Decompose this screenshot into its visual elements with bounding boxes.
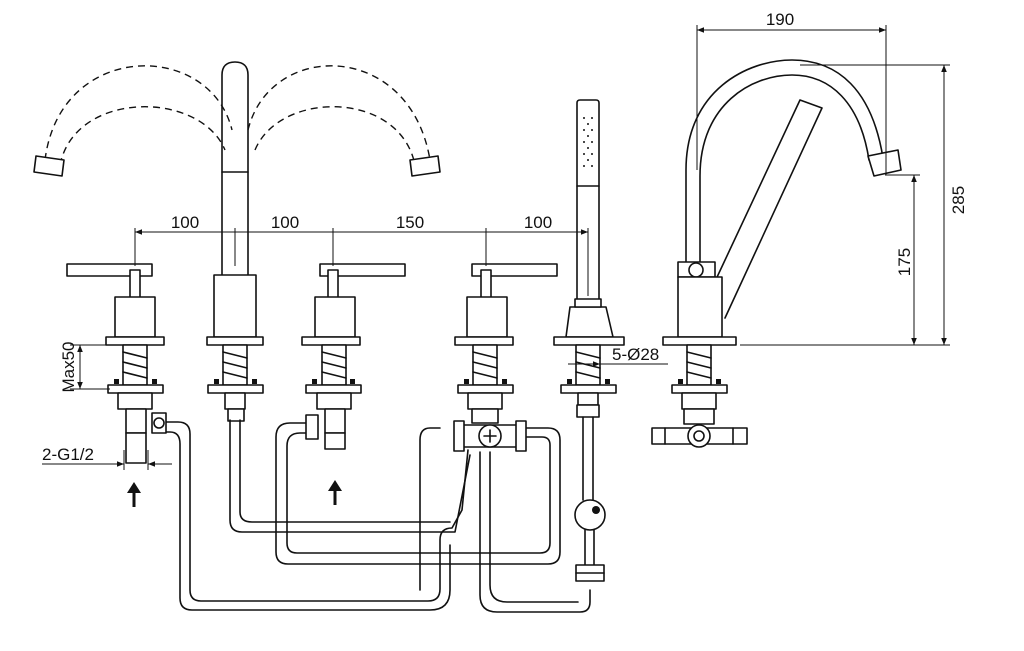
inlet-arrow-icon bbox=[127, 482, 141, 507]
dimension-lines bbox=[42, 25, 950, 470]
inlet-arrow-icon bbox=[328, 480, 342, 505]
spout-swing-arcs bbox=[33, 65, 441, 177]
dim-total-height: 285 bbox=[949, 186, 968, 214]
diverter-body bbox=[151, 412, 527, 452]
dim-inlet-thread: 2-G1/2 bbox=[42, 445, 94, 464]
dim-spout-reach: 190 bbox=[766, 10, 794, 29]
side-view bbox=[651, 59, 902, 448]
dim-hole-diameter: 5-Ø28 bbox=[612, 345, 659, 364]
dim-max-deck: Max50 bbox=[59, 341, 78, 392]
dim-spacing-2: 100 bbox=[271, 213, 299, 232]
dim-spacing-1: 100 bbox=[171, 213, 199, 232]
handshower-spray-dots bbox=[583, 117, 593, 167]
connecting-hoses bbox=[164, 416, 595, 613]
hose-weight bbox=[574, 499, 606, 582]
handshower bbox=[553, 99, 625, 346]
nut-bolts bbox=[114, 379, 721, 384]
dim-spacing-4: 100 bbox=[524, 213, 552, 232]
dim-spacing-3: 150 bbox=[396, 213, 424, 232]
left-handle-valve bbox=[66, 263, 165, 346]
middle-handle-valve bbox=[301, 263, 406, 346]
dim-spout-height: 175 bbox=[895, 248, 914, 276]
shank-assemblies bbox=[107, 344, 617, 464]
right-handle-valve bbox=[454, 263, 558, 346]
front-spout bbox=[206, 61, 264, 346]
